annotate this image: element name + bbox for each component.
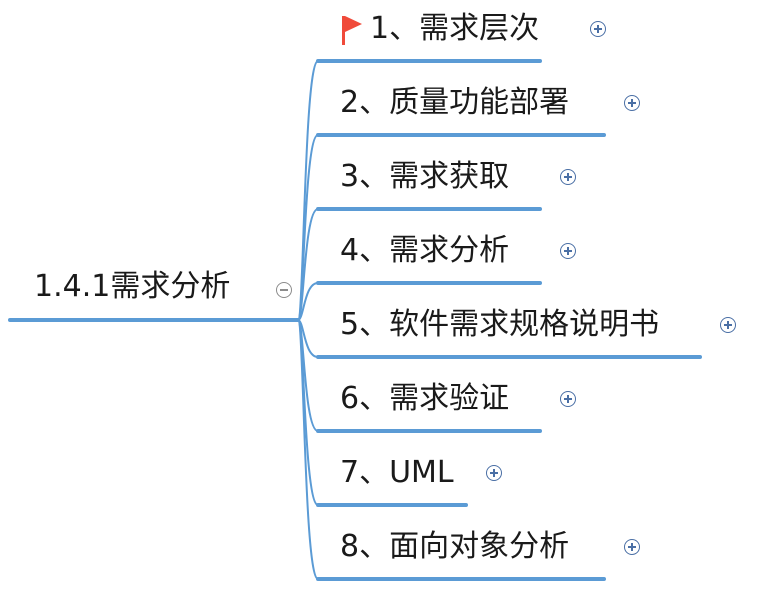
branch-connector [297, 282, 319, 321]
plus-circle-icon[interactable] [486, 465, 502, 481]
plus-circle-icon[interactable] [560, 391, 576, 407]
branch-topic-label[interactable]: 1、需求层次 [370, 11, 540, 46]
branch-connector [297, 208, 319, 321]
plus-circle-icon[interactable] [624, 539, 640, 555]
branch-topic-label[interactable]: 2、质量功能部署 [340, 85, 570, 120]
branch-connector [297, 319, 319, 580]
flag-icon [342, 16, 362, 45]
branch-topic-label[interactable]: 6、需求验证 [340, 381, 510, 416]
root-topic-label[interactable]: 1.4.1需求分析 [34, 269, 231, 304]
plus-circle-icon[interactable] [720, 317, 736, 333]
branch-topic-label[interactable]: 8、面向对象分析 [340, 529, 570, 564]
plus-circle-icon[interactable] [560, 243, 576, 259]
plus-circle-icon[interactable] [590, 21, 606, 37]
plus-circle-icon[interactable] [624, 95, 640, 111]
collapse-toggle-icon[interactable] [276, 282, 292, 298]
branch-topic-label[interactable]: 7、UML [340, 455, 454, 490]
branch-topic-label[interactable]: 4、需求分析 [340, 233, 510, 268]
branch-topic-label[interactable]: 5、软件需求规格说明书 [340, 307, 660, 342]
plus-circle-icon[interactable] [560, 169, 576, 185]
branch-topic-label[interactable]: 3、需求获取 [340, 159, 510, 194]
